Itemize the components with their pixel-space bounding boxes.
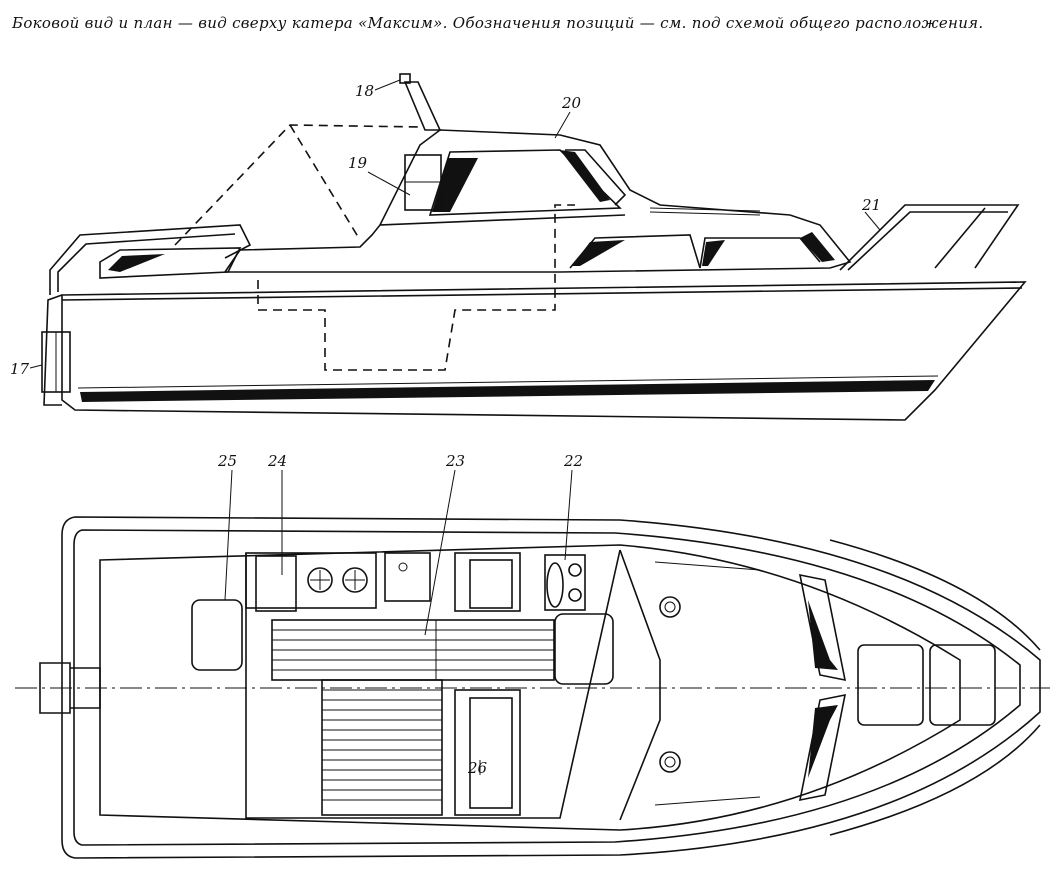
label-21: 21 — [861, 196, 881, 214]
sink — [384, 552, 431, 602]
bow-hatch-2 — [929, 644, 996, 726]
label-18: 18 — [355, 82, 374, 100]
bow-hatch-1 — [857, 644, 924, 726]
side-view — [29, 73, 1027, 421]
galley-block — [255, 555, 297, 612]
label-22: 22 — [563, 452, 583, 470]
stern-seat — [191, 599, 243, 671]
bench — [454, 689, 521, 816]
helm — [544, 554, 586, 611]
cockpit-dashed — [257, 204, 575, 371]
label-24: 24 — [267, 452, 287, 470]
label-26: 26 — [467, 759, 488, 777]
label-20: 20 — [561, 94, 582, 112]
bow-rail — [839, 204, 1020, 271]
label-25: 25 — [217, 452, 237, 470]
label-17: 17 — [10, 360, 30, 378]
plan-view — [15, 469, 1050, 859]
boot-stripe — [80, 380, 935, 402]
label-19: 19 — [348, 154, 368, 172]
transom — [43, 294, 63, 406]
cabin — [223, 129, 852, 273]
stern-rail — [49, 224, 252, 295]
figure-caption: Боковой вид и план — вид сверху катера «… — [12, 14, 984, 32]
label-23: 23 — [445, 452, 465, 470]
plan-hull — [61, 516, 1041, 859]
mast — [403, 81, 442, 131]
seat — [454, 552, 521, 612]
